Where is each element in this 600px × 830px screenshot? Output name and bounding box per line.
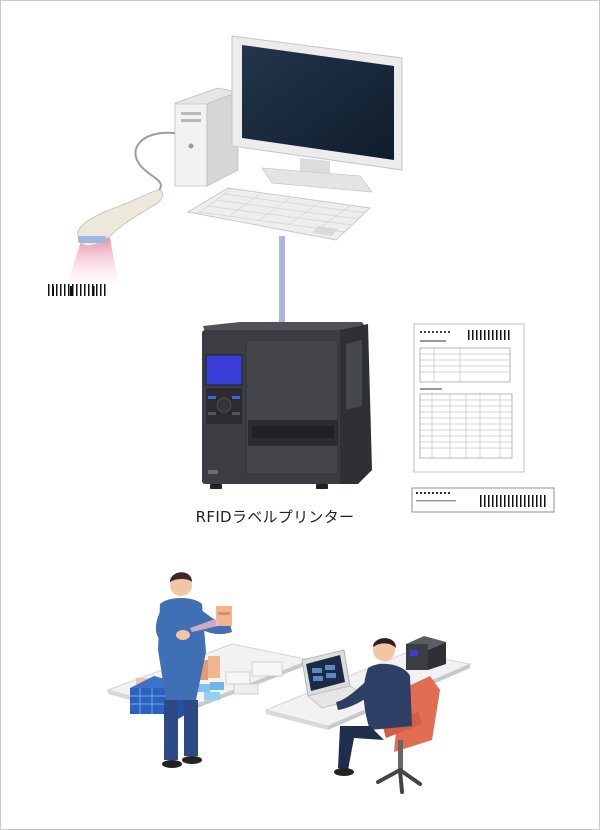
printer-label: RFIDラベルプリンター — [195, 508, 355, 526]
seated-worker-icon — [334, 638, 440, 794]
worker-figure-icon — [155, 572, 232, 768]
barcode-icon — [48, 284, 106, 296]
laptop-icon — [301, 649, 367, 709]
label-printer-icon — [202, 322, 372, 489]
keyboard-icon — [186, 187, 371, 241]
desk-printer-icon — [406, 636, 446, 670]
barcode-label-icon — [411, 487, 555, 513]
document-icon — [413, 323, 525, 473]
barcode-scanner-icon — [68, 189, 164, 282]
scanner-cable — [134, 131, 176, 193]
pc-tower-icon — [174, 87, 239, 187]
monitor-icon — [231, 35, 403, 193]
connection-line — [279, 236, 285, 328]
